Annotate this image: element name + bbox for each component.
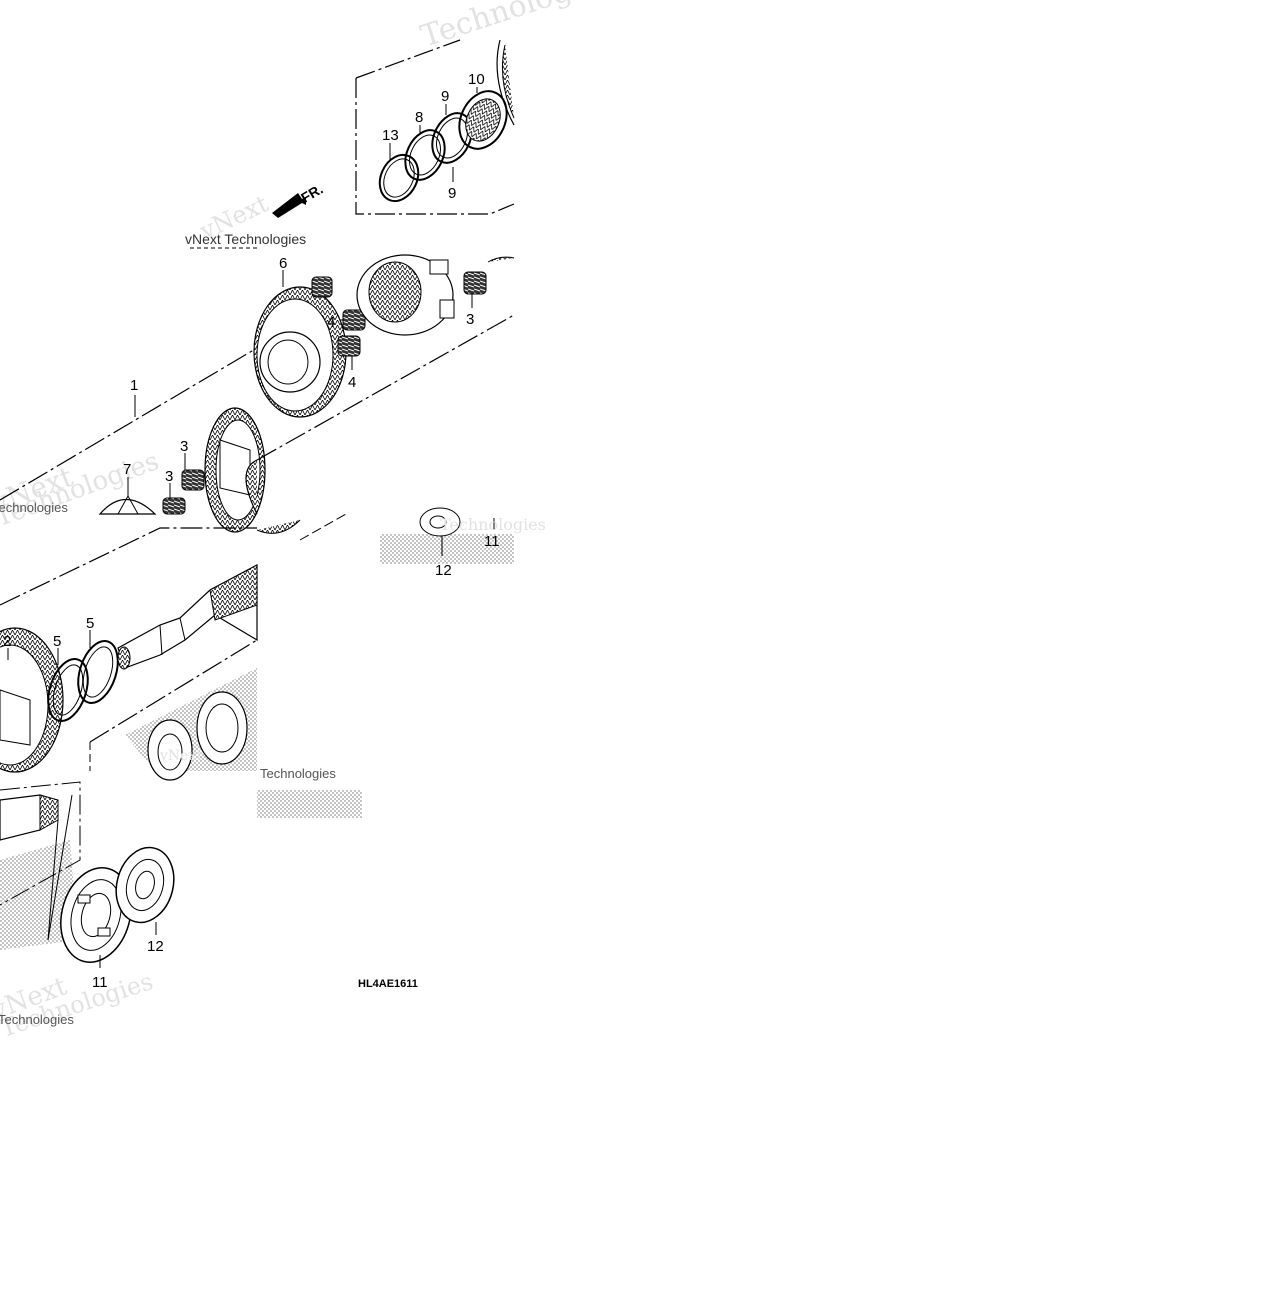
tile-lower-middle: Technologies bbox=[256, 507, 546, 564]
callout-3: 3 bbox=[180, 438, 188, 455]
spring-icon bbox=[463, 271, 487, 295]
watermark-line: vNext Technologies bbox=[185, 231, 306, 247]
callout-12: 12 bbox=[147, 938, 164, 955]
circlip-13 bbox=[378, 153, 420, 203]
washer-10 bbox=[458, 90, 508, 150]
bearing-11 bbox=[60, 867, 132, 963]
tile-middle: vNext Technologies vNext bbox=[185, 189, 515, 515]
callout-11: 11 bbox=[92, 974, 108, 991]
gear-6 bbox=[253, 286, 347, 418]
callout-12: 12 bbox=[435, 562, 452, 579]
dashed-outline bbox=[0, 347, 258, 501]
spring-icon bbox=[337, 335, 361, 357]
callout-9: 9 bbox=[448, 185, 456, 202]
damper-plate bbox=[356, 254, 455, 336]
callout-10: 10 bbox=[468, 71, 485, 88]
holder-7-partial bbox=[98, 499, 157, 515]
tile-bottom-left: vNext Technologies Technologies bbox=[0, 781, 175, 1043]
brand-shading bbox=[257, 790, 362, 818]
callout-13: 13 bbox=[382, 127, 399, 144]
washer-5 bbox=[77, 640, 119, 704]
gear-2-lower bbox=[0, 627, 64, 773]
brand-shading bbox=[380, 534, 514, 564]
callout-3: 3 bbox=[165, 468, 173, 485]
watermark-small: Technologies bbox=[260, 766, 336, 781]
spring-icon bbox=[162, 497, 186, 515]
callout-4: 4 bbox=[327, 314, 335, 331]
dashed-outline bbox=[256, 314, 515, 461]
tile-bottom-middle: Technologies HL4AE1611 bbox=[257, 766, 418, 990]
callout-4: 4 bbox=[348, 374, 356, 391]
callout-8: 8 bbox=[415, 109, 423, 126]
watermark-tail: Technologies bbox=[440, 515, 546, 534]
bearing-12 bbox=[115, 846, 175, 924]
bearing-shading bbox=[0, 840, 78, 950]
callout-5: 5 bbox=[53, 633, 61, 650]
tile-lower-left: vNext bbox=[0, 527, 258, 781]
tile-top: Technologies FR. bbox=[272, 0, 616, 218]
countershaft bbox=[117, 564, 258, 670]
callouts: 1 2 3 3 3 4 4 5 5 6 7 8 9 9 10 11 11 12 … bbox=[3, 71, 500, 991]
spring-icon bbox=[311, 276, 333, 298]
diagram-code: HL4AE1611 bbox=[358, 978, 418, 990]
washer-5 bbox=[47, 658, 89, 722]
spring-icon bbox=[181, 469, 205, 491]
callout-7: 7 bbox=[123, 461, 131, 478]
callout-3: 3 bbox=[466, 311, 474, 328]
watermark-brand: vNext bbox=[159, 748, 202, 764]
watermark-small: Technologies bbox=[0, 500, 68, 515]
callout-5: 5 bbox=[86, 615, 94, 632]
callout-6: 6 bbox=[279, 255, 287, 272]
callout-1: 1 bbox=[130, 377, 138, 394]
washer-8 bbox=[404, 129, 446, 181]
dashed-outline bbox=[355, 78, 515, 215]
watermark-tail: Technologies bbox=[417, 0, 617, 54]
gear-2-partial bbox=[204, 407, 266, 533]
watermark-small: Technologies bbox=[0, 1012, 74, 1027]
callout-11: 11 bbox=[484, 533, 500, 550]
callout-2: 2 bbox=[3, 633, 11, 650]
callout-9: 9 bbox=[441, 88, 449, 105]
front-direction-arrow: FR. bbox=[272, 181, 326, 218]
dashed-outline bbox=[0, 527, 257, 606]
